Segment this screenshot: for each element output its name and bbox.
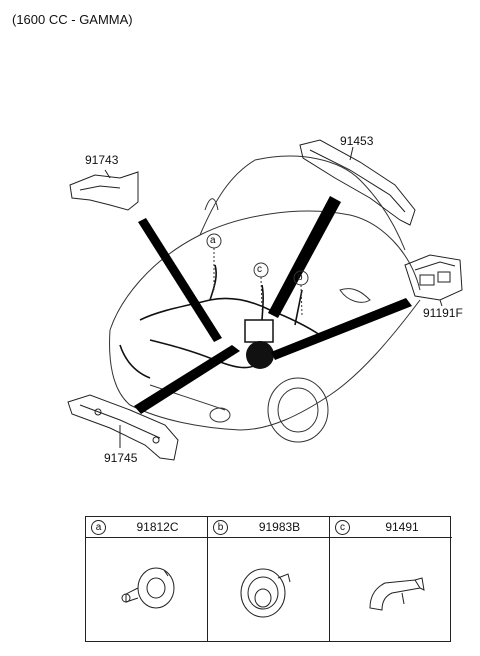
leader-wedge-91743 [138, 218, 222, 342]
harness-branch-a [209, 264, 217, 301]
callout-c-leader [260, 276, 263, 311]
part-91491-illustration [369, 577, 425, 611]
table-cell-c: c 91491 [330, 517, 452, 641]
part-91743-illustration [69, 169, 139, 211]
part-91745-illustration [67, 394, 179, 461]
relay-box-blob [246, 341, 274, 369]
table-cell-a: a 91812C [86, 517, 208, 641]
diagram-caption: (1600 CC - GAMMA) [12, 12, 133, 27]
part-91983b-illustration [240, 568, 291, 618]
table-header-b: b 91983B [208, 517, 329, 538]
table-letter-b: b [213, 520, 228, 535]
table-part-b: 91983B [258, 520, 301, 534]
fog-lamp [209, 407, 231, 423]
part-91453-illustration [299, 139, 416, 226]
table-letter-c: c [335, 520, 350, 535]
side-body-outline [239, 299, 421, 431]
part-label-91743: 91743 [85, 153, 119, 167]
callout-a-letter: a [210, 235, 216, 246]
front-wheel [267, 377, 329, 443]
part-91812c-illustration [121, 567, 175, 609]
leader-wedge-91453 [268, 196, 341, 318]
table-part-c: 91491 [385, 520, 419, 534]
wiper-mount [204, 198, 219, 211]
leader-wedge-91745 [134, 345, 240, 414]
hood-outline [109, 210, 421, 331]
table-header-a: a 91812C [86, 517, 207, 538]
front-bumper-outline [109, 329, 241, 431]
part-91191f-illustration [404, 254, 463, 307]
callout-c-letter: c [257, 264, 262, 275]
harness-main [139, 297, 321, 336]
side-mirror [339, 288, 371, 303]
callout-b-letter: b [297, 272, 303, 283]
part-label-91191f: 91191F [423, 306, 463, 320]
harness-branch-b [294, 289, 303, 326]
parts-table: a 91812C b 91983B [85, 516, 452, 642]
table-header-c: c 91491 [330, 517, 452, 538]
table-letter-a: a [91, 520, 106, 535]
leader-wedge-91191f [271, 298, 412, 360]
harness-front [119, 344, 151, 379]
connector-block [244, 319, 274, 343]
windshield-outline [199, 155, 406, 251]
part-label-91745: 91745 [104, 451, 138, 465]
part-label-91453: 91453 [340, 134, 374, 148]
harness-branch-c [261, 284, 264, 321]
table-part-a: 91812C [136, 520, 179, 534]
callout-b-leader [300, 284, 303, 316]
table-cell-b: b 91983B [208, 517, 330, 641]
front-wheel-inner [277, 387, 319, 433]
